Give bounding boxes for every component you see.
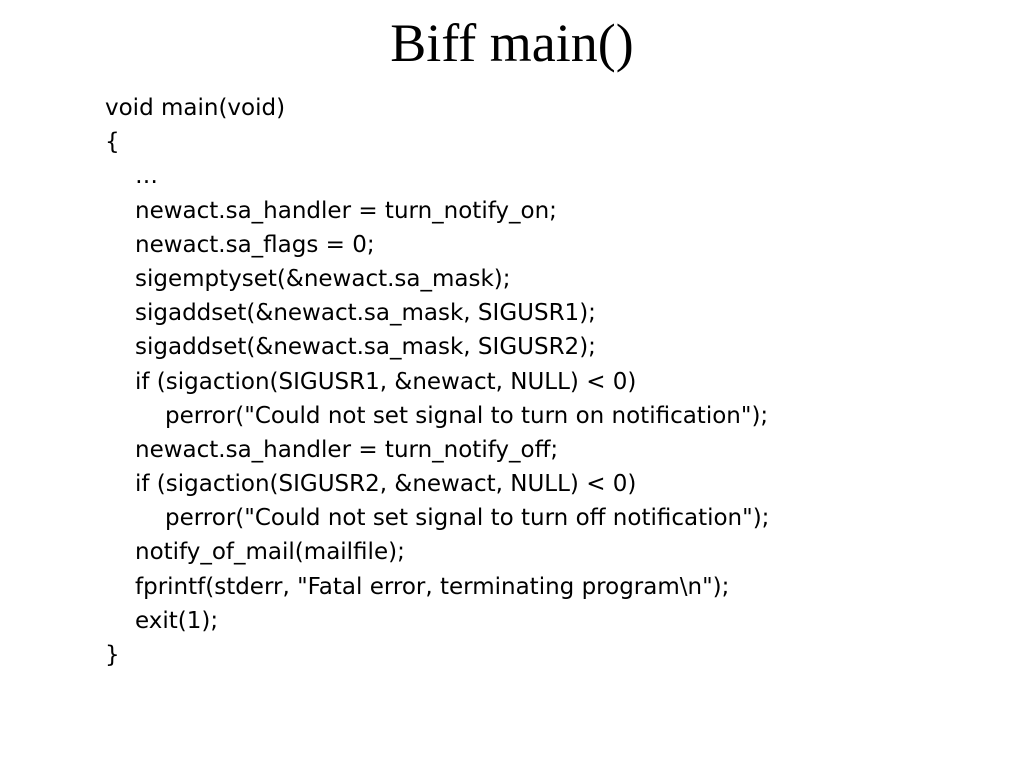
code-line: } (105, 642, 120, 668)
code-line: notify_of_mail(mailfile); (135, 539, 405, 566)
code-line: exit(1); (135, 607, 219, 634)
code-line: if (sigaction(SIGUSR1, &newact, NULL) < … (135, 368, 637, 395)
code-block: void main(void) { … newact.sa_handler = … (105, 91, 985, 672)
code-line: sigaddset(&newact.sa_mask, SIGUSR1); (135, 300, 596, 327)
code-line: fprintf(stderr, "Fatal error, terminatin… (135, 573, 730, 600)
code-line: sigaddset(&newact.sa_mask, SIGUSR2); (135, 334, 596, 361)
code-line: perror("Could not set signal to turn off… (165, 505, 770, 532)
code-line: sigemptyset(&newact.sa_mask); (135, 265, 511, 292)
code-line: void main(void) (105, 95, 286, 121)
code-line: perror("Could not set signal to turn on … (165, 402, 769, 429)
code-line: newact.sa_flags = 0; (135, 231, 375, 258)
code-line: if (sigaction(SIGUSR2, &newact, NULL) < … (135, 471, 637, 498)
code-line: { (105, 129, 120, 156)
code-line: … (135, 163, 158, 190)
slide-title: Biff main() (390, 13, 634, 73)
code-line: newact.sa_handler = turn_notify_on; (135, 197, 557, 224)
code-line: newact.sa_handler = turn_notify_off; (135, 436, 559, 463)
